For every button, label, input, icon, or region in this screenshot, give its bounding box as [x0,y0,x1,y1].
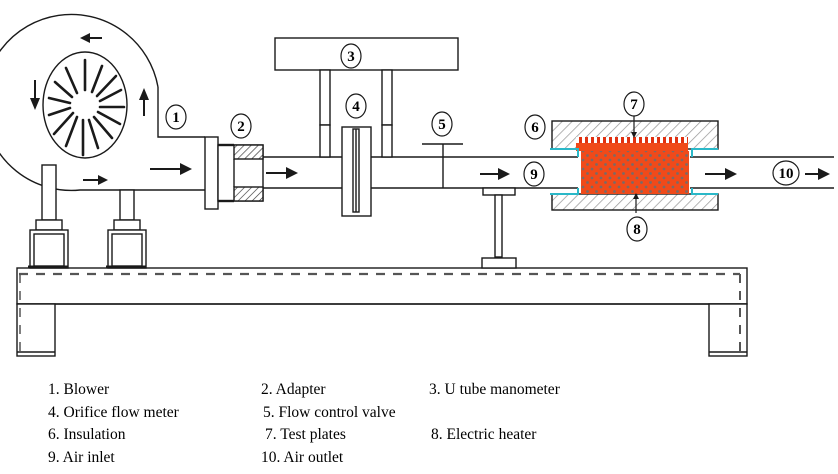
electric-heater [581,151,689,194]
callout-10 [772,160,800,186]
callout-7-label: 7 [630,97,638,113]
orifice-flow-meter [341,126,372,217]
pipe-support-stand [481,187,517,269]
callout-8-label: 8 [633,222,641,238]
legend-item-7: 7. Test plates [265,426,346,443]
callout-6 [524,114,546,140]
flow-direction-arrows-icon [30,33,192,185]
callouts [165,43,800,242]
legend-item-2: 2. Adapter [261,381,326,398]
impeller-blades-icon [47,58,126,157]
legend-item-5: 5. Flow control valve [263,404,396,421]
callout-4-label: 4 [352,99,360,115]
legend-item-3: 3. U tube manometer [429,381,560,398]
legend-item-4: 4. Orifice flow meter [48,404,179,421]
callout-6-label: 6 [531,120,539,136]
legend-item-10: 10. Air outlet [261,449,344,466]
callout-10-label: 10 [779,166,794,182]
u-tube-manometer [274,37,459,158]
callout-7 [623,91,645,117]
legend-item-6: 6. Insulation [48,426,126,443]
seal-lines [550,148,718,195]
callout-3 [340,43,362,69]
callout-9-label: 9 [530,167,538,183]
base-table [16,267,748,357]
callout-1-label: 1 [172,110,180,126]
callout-5-label: 5 [438,117,446,133]
callout-5 [431,111,453,137]
legend-item-1: 1. Blower [48,381,110,398]
main-pipe [263,156,834,189]
legend-item-9: 9. Air inlet [48,449,115,466]
callout-9 [523,161,545,187]
callout-2 [230,113,252,139]
callout-8 [626,216,648,242]
adapter [204,136,264,210]
test-plate [576,137,688,143]
test-section [550,108,719,213]
callout-2-label: 2 [237,119,245,135]
blower [0,13,205,269]
callout-3-label: 3 [347,49,355,65]
legend-item-8: 8. Electric heater [431,426,537,443]
callout-4 [345,93,367,119]
flow-control-valve [422,143,463,188]
callout-1 [165,104,187,130]
